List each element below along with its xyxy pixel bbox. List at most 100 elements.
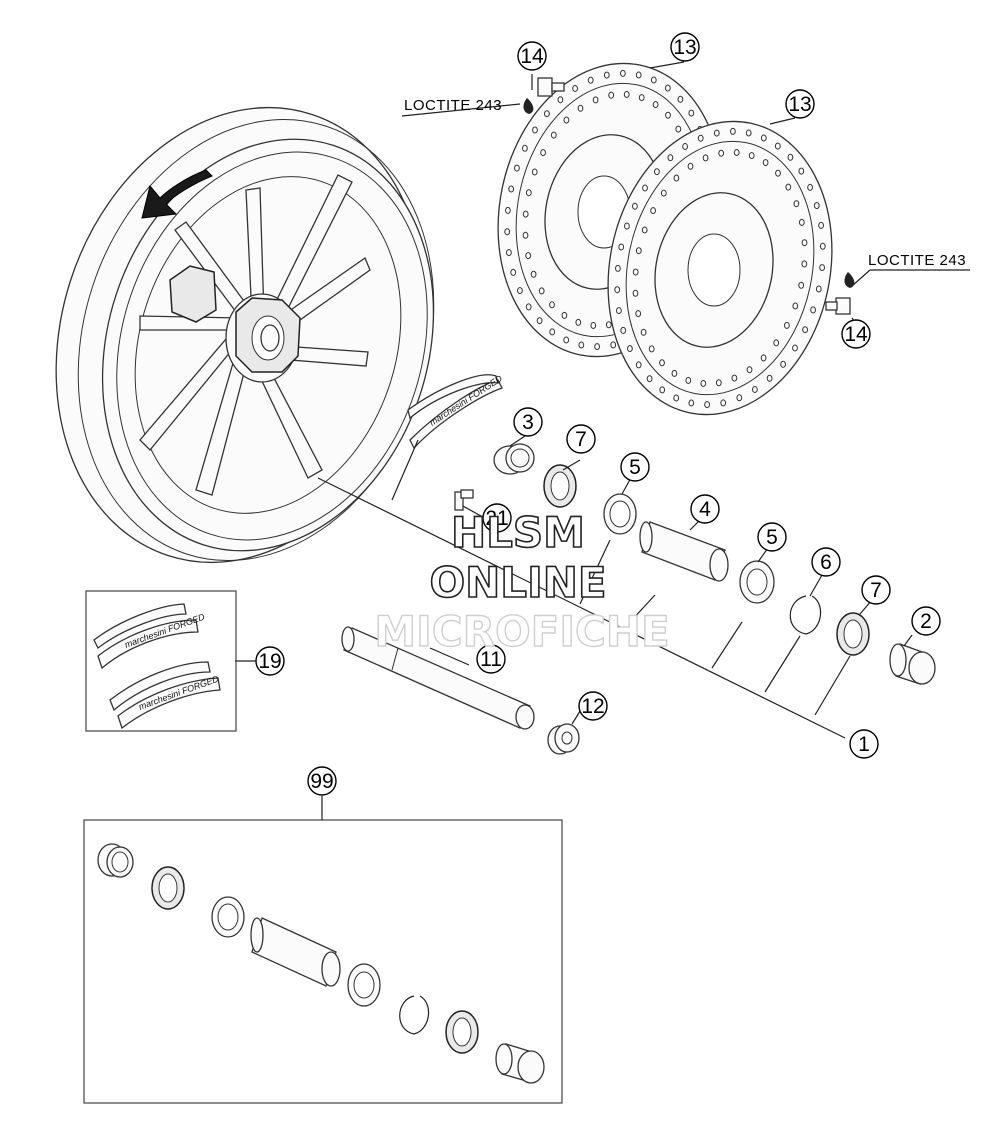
svg-text:12: 12 bbox=[581, 695, 604, 718]
disc-vent-hole bbox=[773, 339, 780, 347]
callout-7-left: 7 bbox=[566, 424, 596, 454]
disc-vent-hole bbox=[762, 159, 769, 167]
svg-text:14: 14 bbox=[520, 45, 544, 68]
disc-vent-hole bbox=[620, 69, 626, 77]
decal-set-19 bbox=[93, 603, 221, 730]
disc-vent-hole bbox=[641, 226, 648, 234]
disc-vent-hole bbox=[798, 167, 805, 175]
disc-vent-hole bbox=[774, 142, 781, 150]
disc-vent-hole bbox=[638, 94, 645, 102]
callout-13-right: 13 bbox=[785, 89, 815, 119]
callout-6: 6 bbox=[811, 547, 841, 577]
disc-vent-hole bbox=[688, 399, 695, 407]
disc-vent-hole bbox=[587, 76, 594, 84]
disc-vent-hole bbox=[736, 394, 743, 402]
disc-vent-hole bbox=[623, 91, 630, 98]
svg-text:5: 5 bbox=[766, 526, 778, 549]
disc-vent-hole bbox=[618, 243, 625, 251]
disc-vent-hole bbox=[615, 264, 621, 272]
disc-vent-hole bbox=[818, 221, 824, 229]
disc-vent-hole bbox=[810, 306, 816, 314]
disc-vent-hole bbox=[627, 345, 633, 353]
disc-vent-hole bbox=[675, 125, 682, 133]
svg-text:5: 5 bbox=[629, 456, 641, 479]
disc-vent-hole bbox=[665, 111, 671, 119]
svg-text:2: 2 bbox=[920, 610, 932, 633]
disc-vent-hole bbox=[819, 242, 826, 250]
disc-vent-hole bbox=[673, 394, 680, 402]
disc-vent-hole bbox=[664, 84, 671, 92]
disc-vent-hole bbox=[667, 154, 674, 162]
shaft-seal-part-7-left bbox=[543, 464, 577, 508]
disc-vent-hole bbox=[785, 183, 792, 191]
svg-text:19: 19 bbox=[258, 650, 281, 673]
svg-text:7: 7 bbox=[870, 579, 882, 602]
leader-lines bbox=[235, 61, 970, 820]
disc-vent-hole bbox=[687, 162, 694, 170]
disc-vent-hole bbox=[702, 154, 709, 162]
disc-vent-hole bbox=[614, 286, 621, 294]
brake-disc-front bbox=[607, 120, 833, 416]
disc-vent-hole bbox=[561, 311, 568, 319]
disc-vent-hole bbox=[640, 328, 647, 336]
svg-text:1: 1 bbox=[858, 733, 870, 756]
svg-text:99: 99 bbox=[310, 770, 333, 793]
disc-vent-hole bbox=[745, 129, 752, 137]
rotation-arrow-icon bbox=[141, 169, 213, 219]
disc-vent-hole bbox=[632, 289, 639, 297]
disc-vent-hole bbox=[659, 359, 665, 367]
disc-vent-hole bbox=[813, 202, 820, 210]
disc-vent-hole bbox=[807, 183, 813, 191]
disc-vent-hole bbox=[603, 71, 610, 79]
valve-part-21 bbox=[454, 489, 474, 511]
callout-99: 99 bbox=[307, 766, 337, 796]
disc-vent-hole bbox=[650, 76, 657, 84]
disc-vent-hole bbox=[766, 374, 773, 382]
disc-vent-hole bbox=[592, 96, 599, 104]
disc-vent-hole bbox=[525, 303, 532, 311]
disc-vent-hole bbox=[793, 200, 800, 208]
disc-vent-hole bbox=[510, 268, 517, 276]
disc-vent-hole bbox=[682, 143, 688, 150]
disc-vent-hole bbox=[677, 95, 684, 103]
loctite-note-right: LOCTITE 243 bbox=[868, 252, 966, 269]
loctite-note-top: LOCTITE 243 bbox=[404, 97, 502, 114]
disc-vent-hole bbox=[801, 239, 808, 247]
disc-vent-hole bbox=[730, 127, 736, 135]
disc-vent-hole bbox=[563, 116, 570, 124]
disc-vent-hole bbox=[577, 104, 584, 112]
svg-text:21: 21 bbox=[485, 507, 508, 530]
disc-vent-hole bbox=[544, 110, 550, 118]
disc-vent-hole bbox=[718, 149, 725, 157]
svg-text:11: 11 bbox=[480, 648, 502, 671]
disc-vent-hole bbox=[557, 96, 564, 104]
disc-vent-hole bbox=[752, 386, 758, 393]
disc-vent-hole bbox=[610, 341, 617, 349]
disc-vent-hole bbox=[798, 281, 805, 289]
disc-vent-hole bbox=[508, 185, 515, 193]
watermark-line-1: HLSM bbox=[451, 508, 585, 557]
disc-vent-hole bbox=[506, 249, 512, 257]
disc-vent-hole bbox=[632, 268, 639, 276]
disc-vent-hole bbox=[594, 343, 600, 351]
disc-vent-hole bbox=[517, 287, 523, 295]
disc-vent-hole bbox=[660, 189, 667, 197]
disc-vent-hole bbox=[801, 260, 808, 268]
disc-vent-hole bbox=[748, 152, 755, 160]
spacer-part-2 bbox=[889, 643, 936, 685]
wheel-decal-strip bbox=[407, 374, 503, 450]
svg-text:7: 7 bbox=[575, 428, 587, 451]
callout-5-right: 5 bbox=[757, 522, 787, 552]
disc-vent-hole bbox=[685, 376, 692, 384]
disc-vent-hole bbox=[532, 126, 538, 134]
disc-vent-hole bbox=[654, 168, 660, 176]
disc-vent-hole bbox=[652, 101, 659, 109]
disc-vent-hole bbox=[536, 317, 543, 325]
watermark-line-3: MICROFICHE bbox=[374, 607, 669, 656]
disc-vent-hole bbox=[733, 149, 740, 156]
distance-sleeve-part-4 bbox=[639, 521, 729, 582]
bearing-part-5-left bbox=[603, 493, 637, 535]
disc-vent-hole bbox=[760, 354, 767, 362]
callout-2: 2 bbox=[911, 606, 941, 636]
